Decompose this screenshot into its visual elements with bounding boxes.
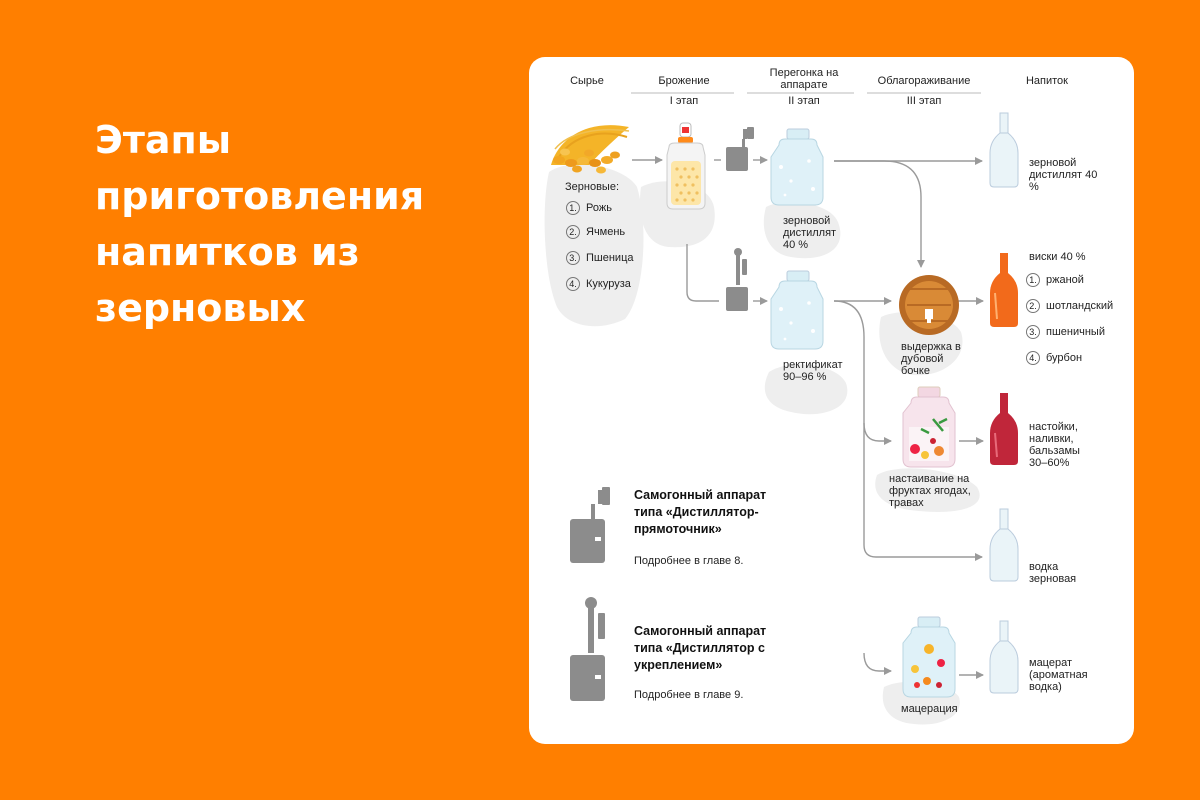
grain-item: 4.Кукуруза: [566, 277, 631, 292]
grains-title: Зерновые:: [565, 181, 619, 193]
legend-still-direct-more: Подробнее в главе 8.: [634, 555, 744, 567]
whisky-item: 2.шотландский: [1026, 299, 1113, 314]
grain-item: 3.Пшеница: [566, 251, 634, 266]
column-distillation-stage: II этап: [788, 95, 820, 107]
drink-whisky-title: виски 40 %: [1029, 251, 1086, 263]
column-fermentation-stage: I этап: [669, 95, 699, 107]
infusion-jar-icon: [902, 386, 956, 468]
column-raw: Сырье: [570, 75, 604, 87]
bottle-vodka-icon: [989, 508, 1019, 582]
drink-vodka: водка зерновая: [1029, 561, 1077, 585]
bottle-grain-distillate-icon: [989, 112, 1019, 188]
bottle-liqueur-icon: [990, 393, 1018, 465]
still-direct-icon: [726, 127, 754, 171]
step-grain-distillate: зерновой дистиллят 40 %: [783, 215, 837, 251]
fermentation-jar-icon: [666, 122, 706, 210]
still-reflux-icon: [726, 248, 748, 311]
whisky-item: 1.ржаной: [1026, 273, 1084, 288]
oak-barrel-icon: [899, 275, 959, 335]
grain-item: 1.Рожь: [566, 201, 612, 216]
drink-liqueurs: настойки, наливки, бальзамы 30–60%: [1029, 421, 1080, 469]
flow-arrows: [632, 156, 984, 679]
legend-still-reflux-icon: [570, 597, 605, 701]
column-distillation: Перегонка на аппарате: [769, 67, 839, 91]
whisky-item: 3.пшеничный: [1026, 325, 1105, 340]
legend-still-direct-title: Самогонный аппарат типа «Дистиллятор-пря…: [634, 488, 767, 536]
column-refinement: Облагораживание: [877, 75, 971, 87]
headline: Этапы приготовления напитков из зерновых: [95, 118, 425, 330]
bottle-whisky-icon: [990, 253, 1018, 327]
step-aging: выдержка в дубовой бочке: [901, 341, 961, 377]
legend-still-reflux-more: Подробнее в главе 9.: [634, 689, 744, 701]
process-diagram: [544, 92, 1019, 725]
drink-macerate: мацерат (ароматная водка): [1029, 657, 1088, 693]
step-infusion: настаивание на фруктах ягодах, травах: [889, 473, 971, 509]
distillate-jar-icon: [770, 128, 824, 206]
column-refinement-stage: III этап: [906, 95, 942, 107]
grain-item: 2.Ячмень: [566, 225, 625, 240]
rectified-jar-icon: [770, 270, 824, 350]
whisky-item: 4.бурбон: [1026, 351, 1082, 366]
legend-still-direct-icon: [570, 487, 610, 563]
process-card: Сырье Брожение I этап Перегонка на аппар…: [529, 57, 1134, 744]
drink-grain-distillate: зерновой дистиллят 40 %: [1029, 157, 1098, 193]
step-rectified: ректификат 90–96 %: [783, 359, 843, 383]
bottle-macerate-icon: [989, 620, 1019, 694]
column-fermentation: Брожение: [658, 75, 710, 87]
grain-pile-icon: [551, 125, 630, 174]
step-maceration: мацерация: [901, 703, 958, 715]
column-drink: Напиток: [1025, 75, 1068, 87]
maceration-jar-icon: [902, 616, 956, 698]
legend-still-reflux-title: Самогонный аппарат типа «Дистиллятор с у…: [634, 624, 767, 672]
